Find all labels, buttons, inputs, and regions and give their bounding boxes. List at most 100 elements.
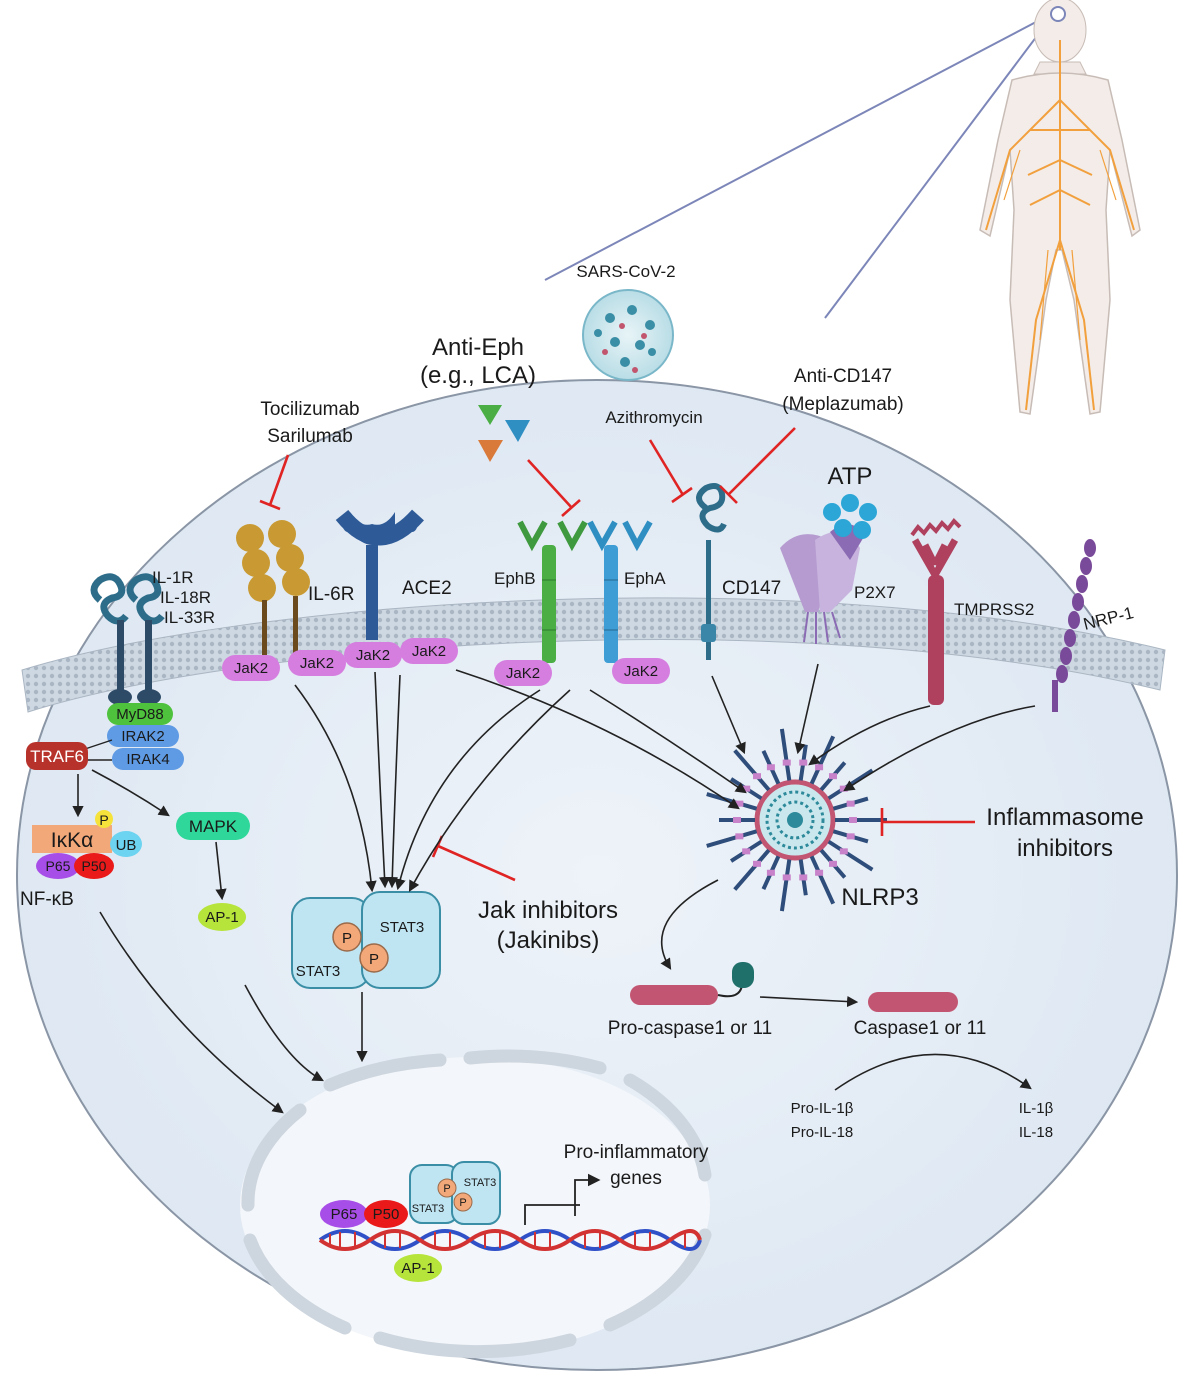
nlrp3-spoke-marker xyxy=(815,764,824,771)
anti-eph-example-label: (e.g., LCA) xyxy=(420,362,536,389)
ub-circle xyxy=(110,831,142,857)
stat3-dimer: P P xyxy=(291,891,441,989)
nlrp3-spoke-marker xyxy=(839,848,848,855)
jak2-label-3: JaK2 xyxy=(356,647,390,664)
pro-inflammatory-label: Pro-inflammatory xyxy=(564,1142,709,1163)
ace2-label: ACE2 xyxy=(402,578,452,599)
nuclear-p-2: P xyxy=(459,1197,466,1209)
jak2-pill-2 xyxy=(288,650,346,676)
jak2-label-2: JaK2 xyxy=(300,655,334,672)
human-body-illustration xyxy=(979,0,1141,415)
atp-label: ATP xyxy=(828,463,873,490)
nlrp3-spoke xyxy=(779,859,792,912)
nuclear-p-1: P xyxy=(443,1183,450,1195)
nlrp3-spoke-marker xyxy=(828,860,837,867)
stat3-p-1: P xyxy=(342,930,352,947)
sars-cov-2-virus xyxy=(582,289,674,381)
irak4-pill xyxy=(112,748,184,770)
irak2-pill xyxy=(107,725,179,747)
nlrp3-spoke-marker xyxy=(815,869,824,876)
phospho-p-circle xyxy=(95,810,113,828)
ephb-receptor xyxy=(517,520,588,663)
tmprss2-label: TMPRSS2 xyxy=(954,600,1034,619)
epha-label: EphA xyxy=(624,569,666,588)
jak2-label-1: JaK2 xyxy=(234,660,268,677)
il6r-label: IL-6R xyxy=(308,584,354,605)
p65-blob xyxy=(36,853,80,879)
nuclear-p65 xyxy=(320,1200,368,1228)
jak-inhibitors-label: Jak inhibitors xyxy=(478,897,618,924)
ap1-cytoplasm xyxy=(198,903,246,931)
il18-label: IL-18 xyxy=(1019,1124,1053,1141)
nlrp3-inflammasome xyxy=(706,728,887,912)
nuclear-stat3-label-2: STAT3 xyxy=(412,1203,445,1215)
stat3-label-2: STAT3 xyxy=(296,963,340,980)
atp-molecules xyxy=(823,494,877,539)
signal-arrows xyxy=(72,663,1036,1114)
nlrp3-spoke xyxy=(706,829,758,848)
azithromycin-label: Azithromycin xyxy=(605,408,702,427)
nrp1-label: NRP-1 xyxy=(1081,603,1135,634)
traf6-label: TRAF6 xyxy=(30,747,84,766)
promoter-mark xyxy=(524,1204,580,1225)
zoom-lines xyxy=(544,11,1056,319)
inflammasome-inhibitors-label: inhibitors xyxy=(1017,835,1113,862)
pro-il1b-label: Pro-IL-1β xyxy=(791,1100,854,1117)
cd147-receptor xyxy=(696,483,727,660)
nlrp3-spoke xyxy=(809,855,836,905)
azithromycin-inhibition xyxy=(648,439,693,504)
nlrp3-spoke xyxy=(809,735,836,785)
lca-molecules xyxy=(478,405,530,462)
meplazumab-label: (Meplazumab) xyxy=(782,394,903,415)
jak2-pill-1 xyxy=(222,655,280,681)
phospho-p-label: P xyxy=(99,812,108,828)
nlrp3-spoke-marker xyxy=(799,759,808,766)
pro-caspase-label: Pro-caspase1 or 11 xyxy=(608,1018,772,1039)
ap1-cytoplasm-label: AP-1 xyxy=(205,909,238,926)
nfkb-label: NF-κB xyxy=(20,889,74,910)
pro-il18-label: Pro-IL-18 xyxy=(791,1124,854,1141)
nlrp3-spoke-marker xyxy=(782,759,791,766)
nlrp3-spoke xyxy=(827,839,874,872)
nlrp3-label: NLRP3 xyxy=(841,884,918,911)
nuclear-stat3-label-1: STAT3 xyxy=(464,1177,497,1189)
p50-blob xyxy=(74,853,114,879)
nlrp3-spoke-marker xyxy=(735,800,744,807)
genes-label: genes xyxy=(610,1168,662,1189)
nlrp3-spoke-marker xyxy=(753,860,762,867)
myd88-pill xyxy=(107,703,173,725)
jak2-group: JaK2 JaK2 JaK2 JaK2 JaK2 JaK2 xyxy=(222,638,670,686)
p2x7-label: P2X7 xyxy=(854,583,896,602)
caspase-body xyxy=(868,992,958,1012)
traf6-box xyxy=(26,742,88,770)
pro-caspase-domain xyxy=(732,962,754,988)
nrp1-receptor xyxy=(1052,539,1096,712)
anti-eph-label: Anti-Eph xyxy=(432,334,524,361)
ephb-label: EphB xyxy=(494,569,536,588)
cd147-label: CD147 xyxy=(722,578,781,599)
tocilizumab-label: Tocilizumab xyxy=(260,399,359,420)
nlrp3-spoke-marker xyxy=(782,874,791,881)
nlrp3-spoke-marker xyxy=(766,764,775,771)
il1r-label: IL-1R xyxy=(152,568,194,587)
jak2-pill-4 xyxy=(400,638,458,664)
p50-label: P50 xyxy=(82,858,107,874)
stat3-p-2: P xyxy=(369,951,379,968)
ace2-receptor xyxy=(335,509,424,640)
nlrp3-spoke-marker xyxy=(799,874,808,881)
caspase-label: Caspase1 or 11 xyxy=(854,1018,987,1039)
myd88-label: MyD88 xyxy=(116,706,164,723)
inflammasome-inhibition xyxy=(880,808,975,836)
nlrp3-spoke-marker xyxy=(735,833,744,840)
p65-label: P65 xyxy=(46,858,71,874)
inflammasome-label: Inflammasome xyxy=(986,804,1143,831)
pro-caspase-body xyxy=(630,985,718,1005)
il6r-receptor xyxy=(236,520,310,660)
jak2-pill-5 xyxy=(494,660,552,686)
nlrp3-spoke-marker xyxy=(846,833,855,840)
anti-eph-inhibition xyxy=(527,459,581,517)
transcription-arrow xyxy=(574,1173,601,1216)
tocilizumab-inhibition xyxy=(259,454,290,511)
dna-helix xyxy=(318,1229,702,1251)
